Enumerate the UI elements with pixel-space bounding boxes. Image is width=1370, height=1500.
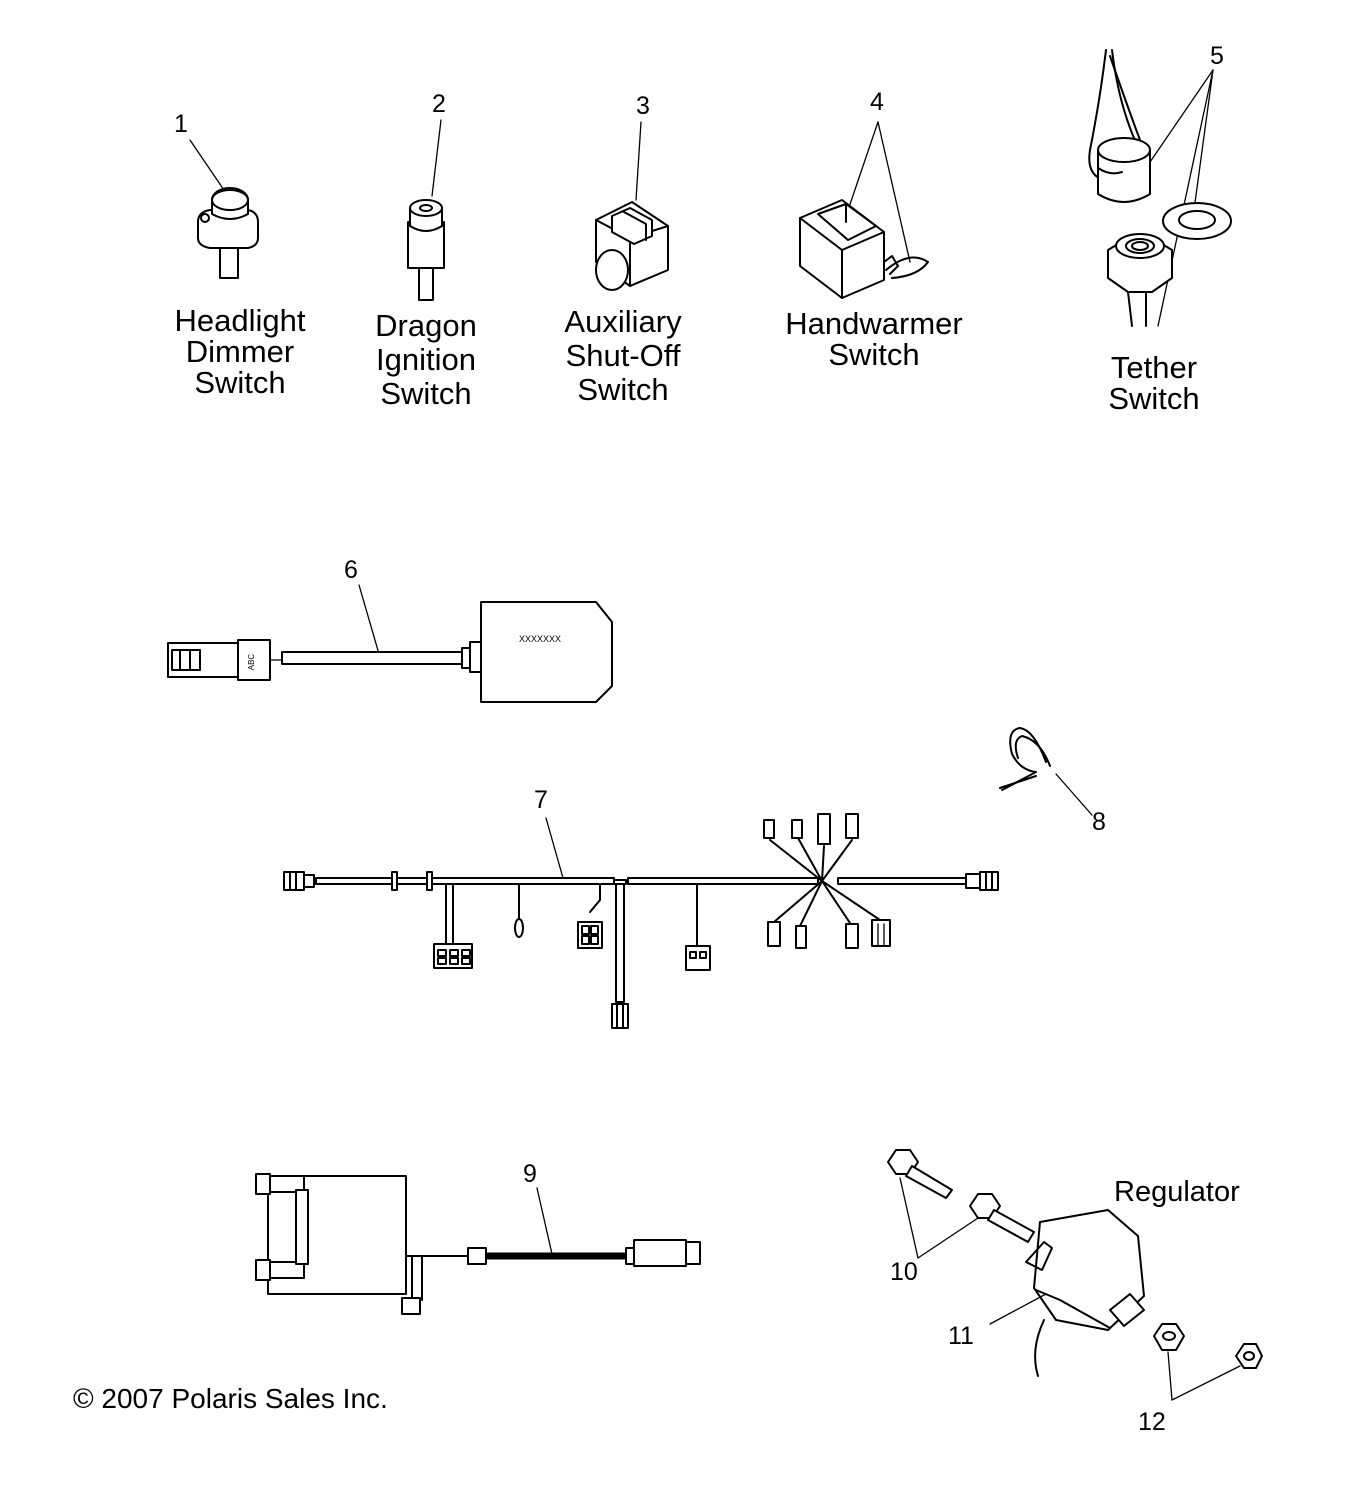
auxiliary-shut-off-switch-drawing [595,121,669,291]
headlight-dimmer-switch-drawing [189,139,259,279]
callout-2: 2 [432,90,446,118]
callout-11: 11 [948,1322,974,1350]
regulator-assembly-drawing [887,1149,1263,1401]
copyright-notice: © 2007 Polaris Sales Inc. [73,1383,388,1414]
tether-switch-caption: Tether Switch [1108,350,1200,416]
callout-5: 5 [1210,42,1224,70]
secondary-harness-drawing [255,1173,701,1315]
callout-10: 10 [890,1258,918,1286]
handwarmer-switch-caption: Handwarmer Switch [785,306,963,372]
dragon-ignition-switch-caption: Dragon Ignition Switch [375,308,477,411]
callout-12: 12 [1138,1408,1166,1436]
callout-3: 3 [636,92,650,120]
callout-4: 4 [870,88,884,116]
cable-tie-drawing [999,727,1093,816]
regulator-caption: Regulator [1114,1176,1240,1208]
headlight-dimmer-switch-caption: Headlight Dimmer Switch [174,303,306,400]
callout-6: 6 [344,556,358,584]
callout-1: 1 [174,110,188,138]
callout-8: 8 [1092,808,1106,836]
handwarmer-switch-drawing [799,121,929,299]
callout-9: 9 [523,1160,537,1188]
connector-marking: ABC [247,654,256,671]
dragon-ignition-switch-drawing [407,119,445,301]
auxiliary-shut-off-switch-caption: Auxiliary Shut-Off Switch [564,304,682,407]
main-harness-drawing [283,813,999,1029]
module-marking: XXXXXXX [519,634,561,644]
tether-switch-drawing [1088,49,1232,327]
callout-7: 7 [534,786,548,814]
module-harness-drawing [167,584,613,703]
